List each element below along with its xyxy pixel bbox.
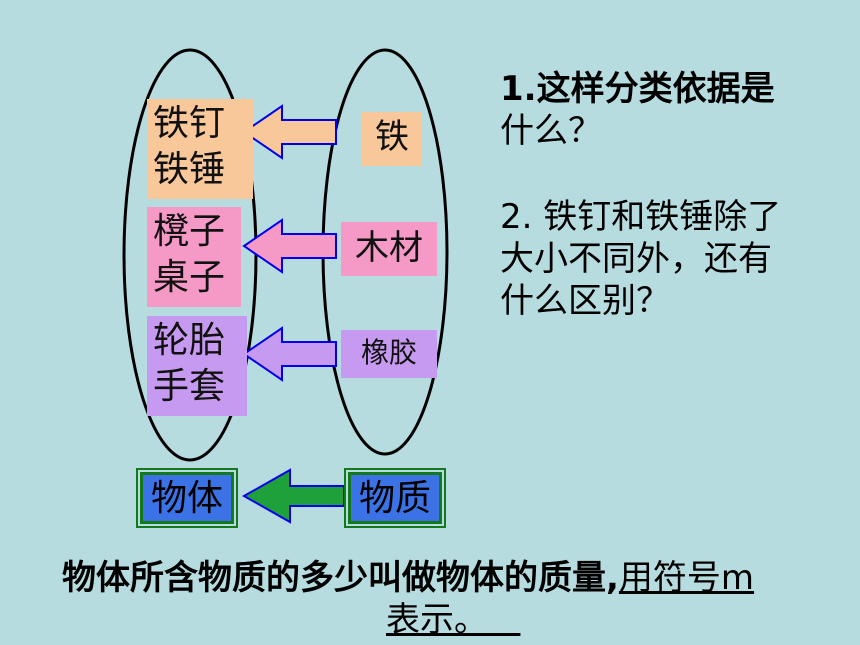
question-1: 1.这样分类依据是 什么？ (500, 68, 840, 152)
right-item-iron: 铁 (362, 112, 422, 166)
question-2: 2. 铁钉和铁锤除了 大小不同外，还有 什么区别？ (500, 196, 850, 322)
arrow-iron (242, 104, 337, 160)
question-1-line2: 什么？ (500, 111, 602, 151)
object-box: 物体 (136, 468, 238, 528)
left-item-rubber-line1: 轮胎 (153, 320, 226, 361)
question-2-line1: 2. 铁钉和铁锤除了 (500, 197, 782, 237)
arrow-rubber (242, 326, 337, 382)
question-2-line2: 大小不同外，还有 (500, 239, 772, 279)
left-item-wood-line1: 櫈子 (153, 211, 226, 252)
left-item-iron-line1: 铁钉 (153, 103, 226, 144)
left-item-rubber: 轮胎 手套 (147, 316, 247, 416)
arrow-wood (242, 218, 337, 274)
right-item-wood: 木材 (341, 222, 437, 276)
left-item-wood: 櫈子 桌子 (147, 207, 241, 307)
left-item-rubber-line2: 手套 (153, 366, 226, 407)
question-1-line1: 1.这样分类依据是 (500, 69, 775, 109)
left-item-wood-line2: 桌子 (153, 257, 226, 298)
definition-part2: 用符号m (618, 558, 755, 598)
arrow-matter (241, 468, 345, 524)
definition-part1: 物体所含物质的多少叫做物体的质量, (62, 558, 619, 598)
matter-box: 物质 (344, 468, 446, 528)
left-item-iron: 铁钉 铁锤 (147, 99, 253, 199)
definition-line1: 物体所含物质的多少叫做物体的质量,用符号m (62, 556, 852, 600)
question-2-line3: 什么区别？ (500, 281, 670, 321)
definition-part3: 表示。 (386, 600, 488, 640)
right-item-rubber: 橡胶 (341, 330, 437, 378)
definition-line2: 表示。 (386, 598, 520, 642)
left-item-iron-line2: 铁锤 (153, 149, 226, 190)
